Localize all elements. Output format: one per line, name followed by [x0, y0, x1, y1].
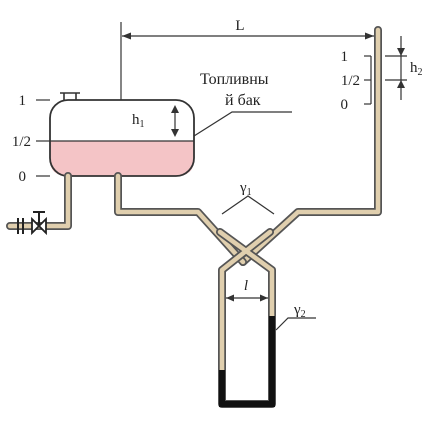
fuel-liquid — [50, 141, 194, 176]
filler-neck — [60, 92, 80, 100]
fuel-tank — [49, 92, 195, 177]
gamma1-indicator: γ1 — [221, 180, 275, 215]
tank-label-line1: Топливны — [200, 71, 269, 88]
gauge-tube — [239, 26, 382, 266]
h1-indicator: h1 — [132, 105, 179, 137]
manometer-liquid — [219, 316, 275, 407]
h2-indicator: h2 — [385, 36, 423, 100]
gauge-level-0: 0 — [341, 97, 349, 113]
tank-label-line2: й бак — [225, 92, 261, 109]
h2-label: h2 — [410, 60, 423, 78]
tank-level-scale: 1 1/2 0 — [12, 93, 50, 185]
gauge-level-1: 1 — [341, 49, 349, 65]
tank-label: Топливны й бак — [193, 71, 292, 137]
drain-pipe — [6, 172, 72, 230]
gamma1-label: γ1 — [239, 180, 252, 198]
u-tube-manometer — [216, 228, 276, 408]
gauge-level-scale: 1 1/2 0 — [341, 49, 372, 113]
h1-label: h1 — [132, 112, 145, 130]
dimension-L: L — [120, 18, 374, 100]
tank-level-0: 0 — [19, 169, 27, 185]
tank-outlet-tube — [114, 172, 247, 266]
dimension-l-label: l — [244, 278, 248, 294]
gamma2-label: γ2 — [293, 302, 306, 320]
tank-level-1: 1 — [19, 93, 27, 109]
gamma2-indicator: γ2 — [275, 302, 316, 331]
valve-icon — [17, 211, 47, 236]
dimension-L-label: L — [235, 18, 244, 34]
gauge-level-half: 1/2 — [341, 73, 360, 89]
tank-level-half: 1/2 — [12, 134, 31, 150]
dimension-l: l — [226, 278, 268, 302]
